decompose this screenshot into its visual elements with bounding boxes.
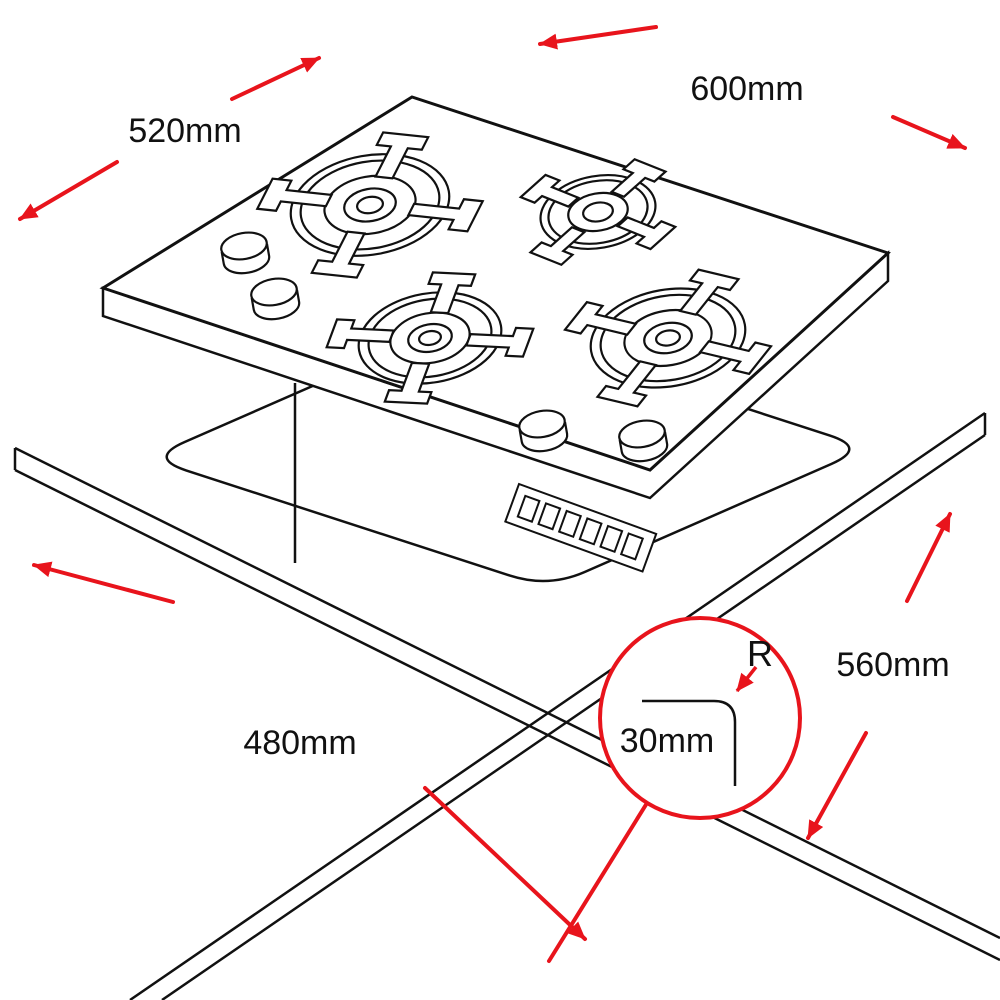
cutout-depth-label: 560mm (836, 646, 949, 684)
corner-radius-label: 30mm (620, 722, 714, 760)
control-button (537, 502, 562, 531)
pan-support-arm (610, 211, 675, 249)
dim-520-arrow-lower (18, 160, 119, 221)
pan-support-arm (694, 333, 772, 374)
pan-support-arm (257, 179, 336, 216)
hob-depth-label: 520mm (128, 112, 241, 150)
radius-pointer-arrow (735, 665, 758, 693)
corner-radius-profile (642, 699, 737, 786)
pan-support-arm (597, 358, 667, 406)
burner-rear-left (248, 117, 492, 292)
control-button (516, 494, 541, 523)
pan-support-arm (530, 224, 593, 265)
burner-front-left (317, 257, 543, 419)
dim-560-arrow-lower (806, 731, 868, 840)
dim-600-arrow-left (538, 25, 658, 50)
cutout-width-label: 480mm (243, 724, 356, 762)
control-button (599, 524, 624, 554)
corner-detail-callout: R 30mm (547, 616, 802, 963)
pan-support-arm (668, 270, 738, 318)
pan-support-arm (362, 132, 429, 179)
dim-520-arrow-upper (230, 56, 321, 101)
hob-body (99, 95, 891, 500)
hob-width-label: 600mm (690, 70, 803, 108)
burner-front-right (559, 260, 778, 417)
pan-support-arm (404, 194, 483, 231)
dim-480-arrow-upper (32, 561, 175, 604)
pan-support-arm (602, 159, 665, 200)
pan-support-arm (385, 362, 442, 403)
callout-circle (598, 616, 802, 820)
control-knob (220, 231, 271, 275)
countertop-outline (13, 411, 1000, 1000)
pan-support-arm (463, 326, 533, 357)
dimension-arrows (18, 25, 967, 941)
dim-560-arrow-upper (905, 512, 952, 603)
callout-leader-line (547, 801, 649, 963)
control-button (619, 532, 645, 561)
pan-support-arm (521, 175, 586, 213)
hob-glass-top (99, 95, 891, 472)
dim-600-arrow-right (891, 115, 967, 150)
control-panel (504, 482, 658, 573)
control-knob (250, 277, 301, 321)
pan-support-arm (418, 272, 475, 313)
pan-support-arm (565, 302, 643, 343)
control-button (557, 509, 583, 539)
pan-support-arm (312, 230, 379, 277)
dim-480-arrow-lower (423, 786, 587, 941)
pan-support-arm (327, 319, 397, 350)
radius-symbol-label: R (747, 633, 773, 674)
control-knob (618, 419, 669, 463)
burner-rear-right (518, 154, 679, 269)
control-knob (518, 409, 569, 453)
control-button (578, 517, 603, 546)
